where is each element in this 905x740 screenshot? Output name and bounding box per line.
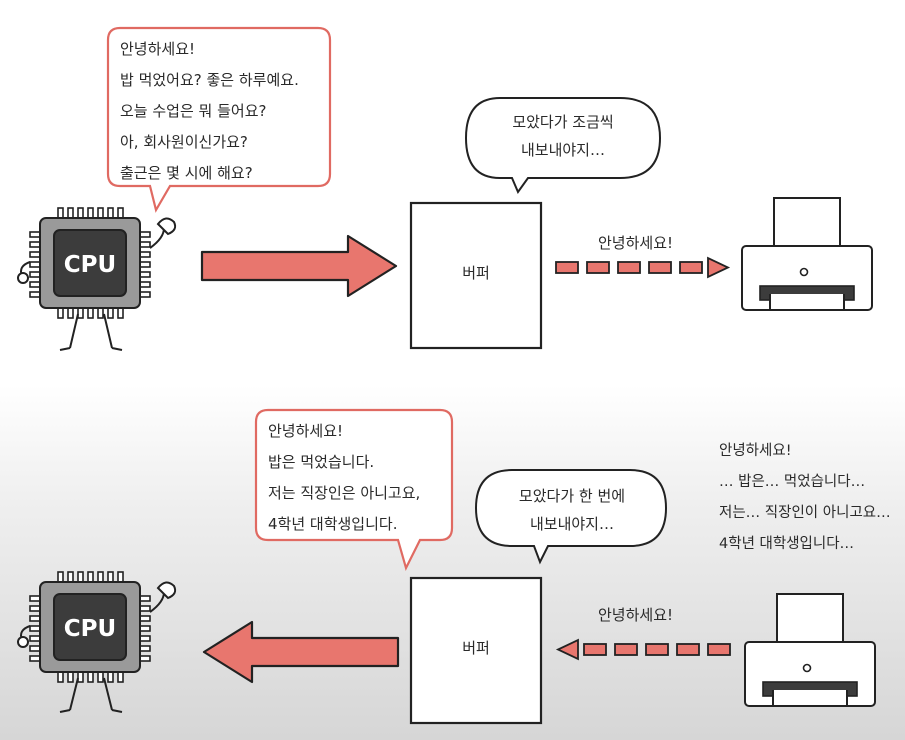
buffer-thought-line: 내보내야지…: [529, 515, 614, 533]
arrow-buffer-to-cpu-bottom: [202, 620, 400, 684]
cpu-speech-line: 밥 먹었어요? 좋은 하루예요.: [120, 71, 299, 89]
input-label-bottom: 안녕하세요!: [598, 606, 674, 624]
printer-output-text-bottom: 안녕하세요! … 밥은… 먹었습니다… 저는… 직장인이 아니고요… 4학년 대…: [719, 436, 891, 560]
output-label-top: 안녕하세요!: [598, 234, 674, 252]
buffer-thought-line: 내보내야지…: [520, 141, 605, 159]
cpu-speech-line: 아, 회사원이신가요?: [120, 133, 248, 151]
buffer-thought-line: 모았다가 한 번에: [518, 487, 626, 505]
printer-bottom: [744, 593, 876, 707]
cpu-speech-line: 출근은 몇 시에 해요?: [120, 164, 253, 182]
buffer-thought-text-top: 모았다가 조금씩 내보내야지…: [470, 108, 656, 164]
printer-output-line: 안녕하세요!: [719, 443, 792, 459]
buffer-thought-bubble-bottom: [474, 469, 668, 565]
cpu-speech-bubble-bottom: [254, 408, 454, 572]
cpu-speech-line: 밥은 먹었습니다.: [268, 453, 375, 471]
printer-top: [741, 197, 873, 311]
buffer-thought-line: 모았다가 조금씩: [512, 113, 614, 131]
arrow-cpu-to-buffer-top: [200, 234, 398, 298]
buffer-thought-text-bottom: 모았다가 한 번에 내보내야지…: [480, 482, 664, 538]
cpu-speech-line: 4학년 대학생입니다.: [268, 515, 398, 533]
cpu-speech-text-bottom: 안녕하세요! 밥은 먹었습니다. 저는 직장인은 아니고요, 4학년 대학생입니…: [268, 416, 420, 540]
printer-output-line: 저는… 직장인이 아니고요…: [719, 505, 891, 521]
cpu-speech-line: 안녕하세요!: [268, 422, 344, 440]
cpu-label-bottom: CPU: [64, 616, 116, 642]
buffer-box-bottom: [409, 576, 543, 725]
cpu-speech-bubble-top: [106, 26, 332, 213]
buffer-label-top: 버퍼: [462, 264, 490, 282]
buffer-label-bottom: 버퍼: [462, 639, 490, 657]
cpu-speech-line: 안녕하세요!: [120, 40, 196, 58]
cpu-chip-bottom: CPU: [17, 571, 177, 713]
cpu-chip-top: CPU: [17, 207, 177, 351]
cpu-speech-line: 저는 직장인은 아니고요,: [268, 484, 421, 502]
cpu-speech-line: 오늘 수업은 뭐 들어요?: [120, 102, 267, 120]
dashed-arrow-buffer-to-printer: [555, 256, 731, 279]
dashed-arrow-printer-to-buffer: [555, 638, 731, 661]
buffer-thought-bubble-top: [464, 97, 662, 195]
buffer-box-top: [409, 201, 543, 350]
cpu-label-top: CPU: [64, 252, 116, 278]
printer-output-line: … 밥은… 먹었습니다…: [719, 474, 866, 490]
cpu-speech-text-top: 안녕하세요! 밥 먹었어요? 좋은 하루예요. 오늘 수업은 뭐 들어요? 아,…: [120, 34, 299, 189]
printer-output-line: 4학년 대학생입니다…: [719, 536, 855, 552]
